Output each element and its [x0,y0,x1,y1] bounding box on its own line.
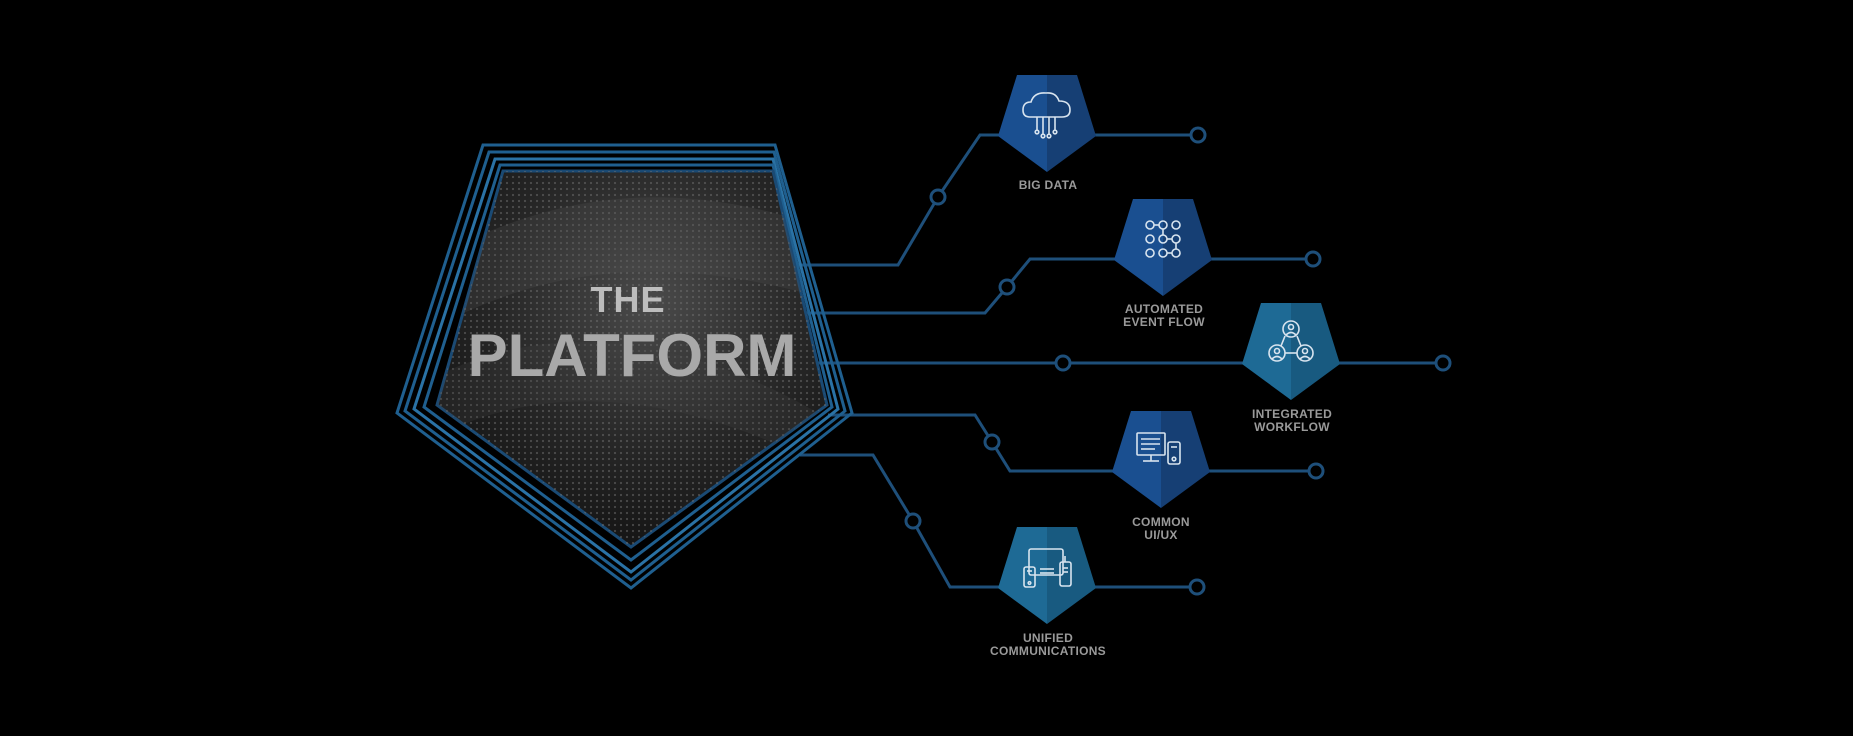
people-network-icon [1268,320,1314,362]
end-node [1434,354,1452,372]
connector-nodes [904,126,1452,596]
monitor-device-icon [1136,432,1181,465]
platform-title-line2: PLATFORM [468,322,797,389]
node-label: AUTOMATED [1125,302,1203,316]
junction-node [904,512,922,530]
node-label: COMMUNICATIONS [990,644,1106,658]
node-label: EVENT FLOW [1123,315,1205,329]
node-unified-communications: UNIFIED COMMUNICATIONS [990,527,1106,658]
node-label: INTEGRATED [1252,407,1332,421]
connector-common-ui-ux [828,413,1316,473]
junction-node [998,278,1016,296]
node-label: BIG DATA [1019,178,1078,192]
flow-grid-icon [1145,220,1181,258]
end-node [1188,578,1206,596]
cloud-network-icon [1022,92,1071,139]
platform-title-line1: THE [591,279,666,320]
connectors [793,133,1443,589]
end-node [1307,462,1325,480]
junction-node [983,433,1001,451]
node-label: WORKFLOW [1254,420,1330,434]
phone-radio-icon [1023,548,1072,588]
end-node [1304,250,1322,268]
end-node [1189,126,1207,144]
node-integrated-workflow: INTEGRATED WORKFLOW [1242,303,1340,434]
node-label: COMMON [1132,515,1190,529]
connector-automated-event-flow [806,257,1313,315]
node-automated-event-flow: AUTOMATED EVENT FLOW [1114,199,1212,329]
junction-node [929,188,947,206]
node-common-ui-ux: COMMON UI/UX [1112,411,1210,542]
node-label: UNIFIED [1023,631,1073,645]
platform-pentagon: THE PLATFORM [395,143,854,590]
node-label: UI/UX [1144,528,1178,542]
junction-node [1054,354,1072,372]
node-big-data: BIG DATA [998,75,1096,192]
